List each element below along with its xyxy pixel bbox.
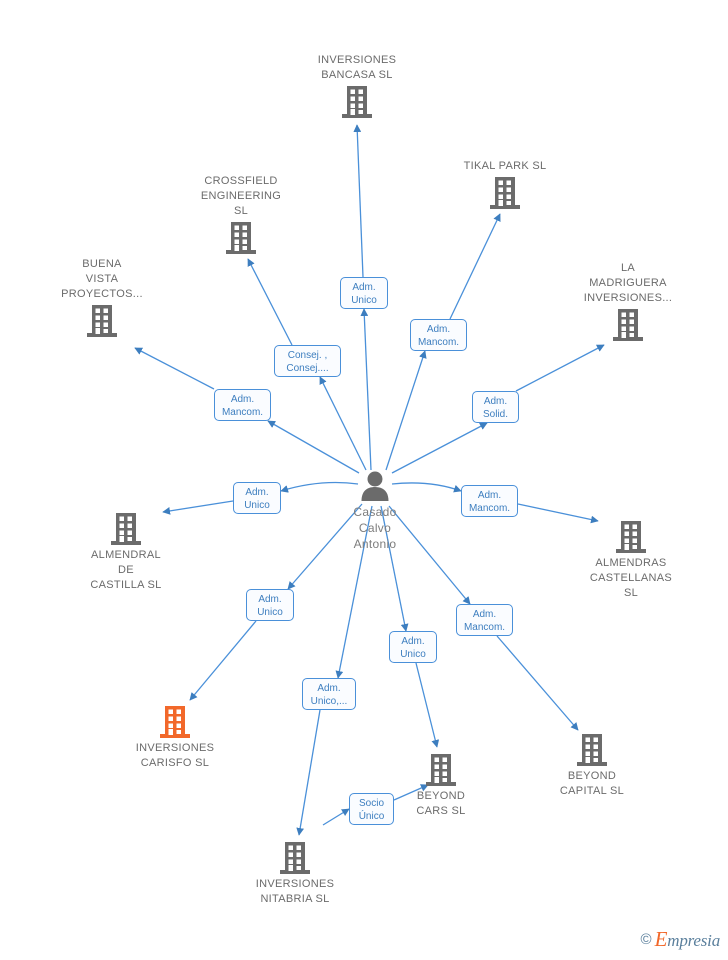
edge-to-carisfo-head (189, 620, 257, 701)
building-icon (342, 86, 372, 118)
building-icon (166, 221, 316, 255)
person-icon (361, 471, 389, 501)
node-label: BEYOND CARS SL (416, 790, 466, 817)
brand-rest: mpresia (667, 931, 720, 950)
edge-label-lbl-socio-unico[interactable]: Socio Único (349, 793, 394, 825)
edge-label-lbl-tikal[interactable]: Adm. Mancom. (410, 319, 467, 351)
copyright-symbol: © (640, 931, 652, 948)
node-la-madriguera-inversiones[interactable]: LA MADRIGUERA INVERSIONES... (553, 261, 703, 342)
node-label: LA MADRIGUERA INVERSIONES... (583, 262, 673, 304)
edge-label-lbl-beyondcars[interactable]: Adm. Unico (389, 631, 437, 663)
building-icon (226, 222, 256, 254)
edge-label-lbl-madriguera[interactable]: Adm. Solid. (472, 391, 519, 423)
building-icon (553, 308, 703, 342)
building-icon (280, 842, 310, 874)
brand-initial: E (654, 927, 668, 951)
node-buena-vista-proyectos[interactable]: BUENA VISTA PROYECTOS... (27, 257, 177, 338)
edge-label-lbl-nitabria[interactable]: Adm. Unico,... (302, 678, 356, 710)
edge-to-nitabria-head (296, 709, 321, 836)
node-casado-calvo-antonio[interactable]: Casado Calvo Antonio (300, 470, 450, 552)
person-icon (300, 470, 450, 502)
node-label: CROSSFIELD ENGINEERING SL (200, 175, 282, 217)
building-icon (556, 520, 706, 554)
edge-to-buena-vista-head (134, 347, 215, 390)
edge-to-almendras-head (517, 503, 599, 524)
edge-label-lbl-bancasa[interactable]: Adm. Unico (340, 277, 388, 309)
edge-to-la-madriguera-head (515, 344, 605, 392)
building-icon (87, 305, 117, 337)
node-crossfield-engineering[interactable]: CROSSFIELD ENGINEERING SL (166, 174, 316, 255)
edge-to-inversiones-bancasa-head (353, 124, 364, 278)
edge-to-tikal-park-head (449, 213, 501, 320)
building-icon (613, 309, 643, 341)
edge-to-la-madriguera (391, 422, 488, 474)
node-label: Casado Calvo Antonio (353, 505, 397, 551)
node-beyond-capital[interactable]: BEYOND CAPITAL SL (517, 733, 667, 799)
building-icon (577, 734, 607, 766)
node-label: INVERSIONES BANCASA SL (317, 54, 397, 81)
watermark: © Empresia (640, 927, 721, 952)
node-almendras-castellanas[interactable]: ALMENDRAS CASTELLANAS SL (556, 520, 706, 601)
edge-label-lbl-buenavista[interactable]: Adm. Mancom. (214, 389, 271, 421)
building-icon (430, 176, 580, 210)
node-inversiones-carisfo[interactable]: INVERSIONES CARISFO SL (100, 705, 250, 771)
building-icon (100, 705, 250, 739)
edge-to-inversiones-bancasa (360, 308, 372, 471)
node-inversiones-nitabria[interactable]: INVERSIONES NITABRIA SL (220, 841, 370, 907)
building-icon (366, 753, 516, 787)
node-inversiones-bancasa[interactable]: INVERSIONES BANCASA SL (282, 53, 432, 119)
node-label: ALMENDRAS CASTELLANAS SL (589, 557, 673, 599)
edge-label-lbl-almendras[interactable]: Adm. Mancom. (461, 485, 518, 517)
building-icon (111, 513, 141, 545)
building-icon (517, 733, 667, 767)
edge-to-beyond-capital-head (496, 635, 579, 731)
node-label: BUENA VISTA PROYECTOS... (61, 258, 143, 300)
node-label: BEYOND CAPITAL SL (559, 770, 625, 797)
node-label: TIKAL PARK SL (463, 160, 547, 172)
building-icon (490, 177, 520, 209)
node-tikal-park[interactable]: TIKAL PARK SL (430, 159, 580, 210)
edge-to-crossfield (319, 376, 367, 471)
building-icon (220, 841, 370, 875)
node-almendral-de-castilla[interactable]: ALMENDRAL DE CASTILLA SL (51, 512, 201, 593)
edge-label-lbl-carisfo[interactable]: Adm. Unico (246, 589, 294, 621)
node-label: INVERSIONES NITABRIA SL (255, 878, 335, 905)
node-label: ALMENDRAL DE CASTILLA SL (90, 549, 162, 591)
edge-to-crossfield-head (247, 258, 293, 346)
edge-to-almendral-head (162, 500, 234, 515)
edge-nitabria-to-beyond-cars (322, 808, 350, 826)
edge-to-beyond-cars-head (415, 662, 440, 748)
edge-to-buena-vista (267, 420, 360, 474)
building-icon (282, 85, 432, 119)
node-label: INVERSIONES CARISFO SL (135, 742, 215, 769)
building-icon (426, 754, 456, 786)
edge-label-lbl-crossfield[interactable]: Consej. , Consej.... (274, 345, 341, 377)
edge-label-lbl-almendral[interactable]: Adm. Unico (233, 482, 281, 514)
building-icon (51, 512, 201, 546)
node-beyond-cars[interactable]: BEYOND CARS SL (366, 753, 516, 819)
building-icon (160, 706, 190, 738)
brand-name: Empresia (654, 927, 721, 952)
edge-to-tikal-park (385, 350, 427, 471)
edge-label-lbl-beyondcapital[interactable]: Adm. Mancom. (456, 604, 513, 636)
building-icon (616, 521, 646, 553)
building-icon (27, 304, 177, 338)
